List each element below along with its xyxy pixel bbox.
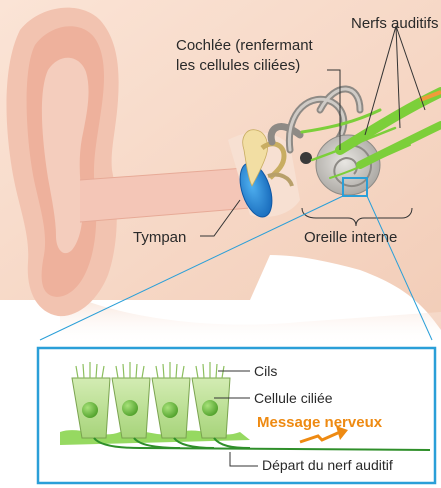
eardrum-label: Tympan	[133, 229, 186, 246]
cilia-label: Cils	[254, 363, 277, 379]
oval-window	[300, 152, 312, 164]
nerves-label: Nerfs auditifs	[351, 15, 439, 32]
hair-cell-label: Cellule ciliée	[254, 390, 333, 406]
inner-ear-label: Oreille interne	[304, 229, 397, 246]
hair-cell-inset: Cils Cellule ciliée Message nerveux Dépa…	[38, 348, 435, 483]
nerve-start-label: Départ du nerf auditif	[262, 457, 393, 473]
message-label: Message nerveux	[257, 414, 383, 431]
cochlea-label-line1: Cochlée (renfermant	[176, 37, 314, 54]
cochlea-label-line2: les cellules ciliées)	[176, 57, 300, 74]
